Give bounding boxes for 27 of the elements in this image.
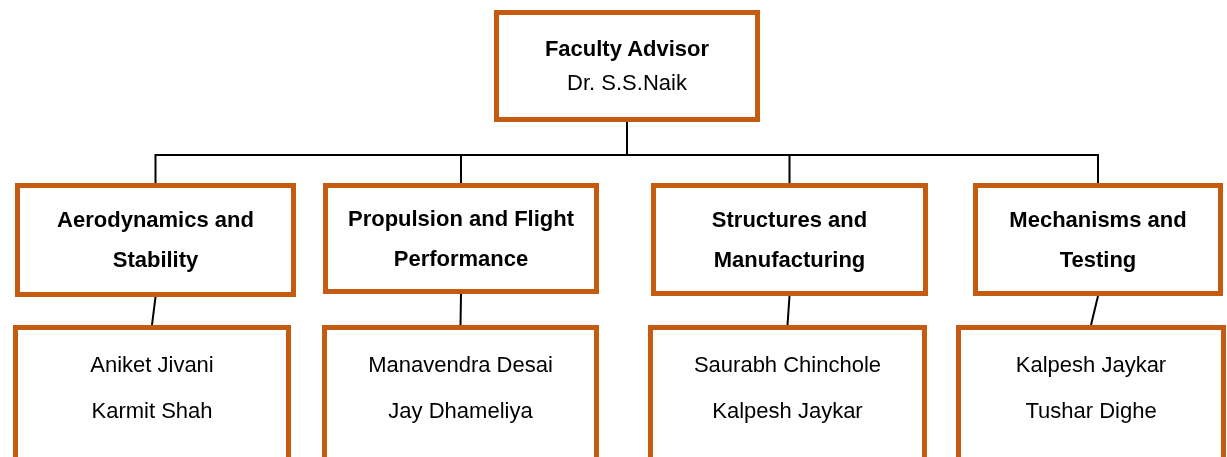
department-box: [973, 183, 1223, 296]
role-title: Faculty Advisor: [544, 36, 710, 62]
member-box: [648, 325, 927, 457]
member-box: [322, 325, 599, 457]
advisor-box: [494, 10, 760, 122]
person-name: Tushar Dighe: [1025, 398, 1157, 424]
department-box: [15, 183, 296, 297]
department-name: Propulsion and Flight Performance: [346, 204, 576, 273]
member-box: [13, 325, 291, 457]
person-name: Kalpesh Jaykar: [1015, 352, 1167, 378]
person-name: Jay Dhameliya: [388, 398, 533, 424]
member-box: [956, 325, 1226, 457]
person-name: Karmit Shah: [91, 398, 213, 424]
person-name: Manavendra Desai: [368, 352, 553, 378]
connector-line: [786, 295, 791, 326]
person-name: Kalpesh Jaykar: [712, 398, 863, 424]
person-name: Saurabh Chinchole: [693, 352, 882, 378]
department-name: Structures and Manufacturing: [710, 205, 869, 274]
connector-line: [459, 293, 462, 326]
department-name: Mechanisms and Testing: [1008, 205, 1188, 274]
department-name: Aerodynamics and Stability: [56, 206, 255, 274]
person-name: Dr. S.S.Naik: [567, 70, 687, 96]
connector-line: [1090, 295, 1099, 326]
connector-line: [151, 296, 157, 326]
department-box: [651, 183, 928, 296]
department-box: [323, 183, 599, 294]
person-name: Aniket Jivani: [90, 352, 214, 378]
